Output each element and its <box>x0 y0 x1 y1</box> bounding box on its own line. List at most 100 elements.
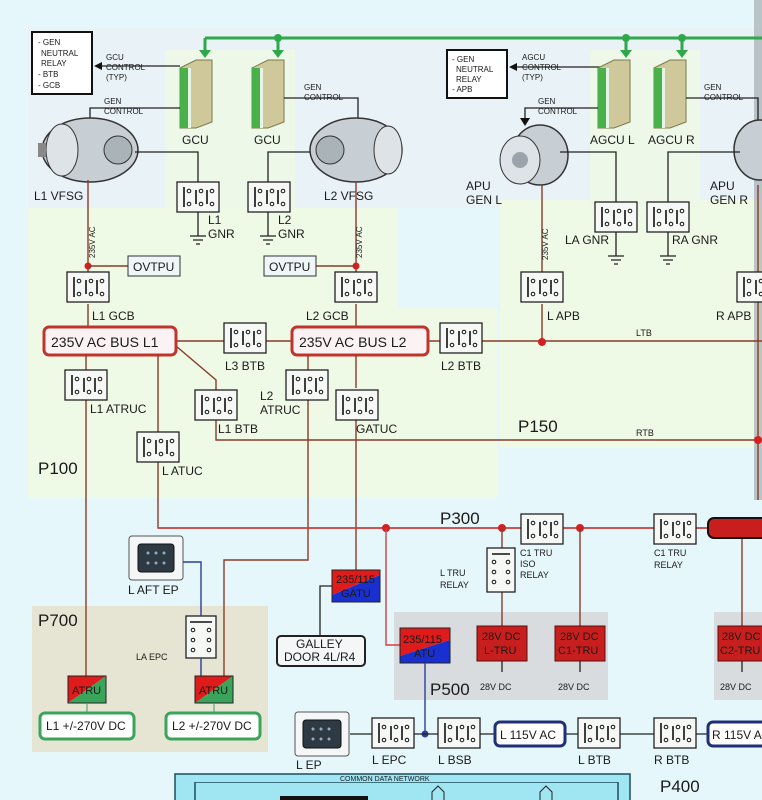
l-bsb-label: L BSB <box>438 753 472 767</box>
gcu-right-icon <box>251 59 285 129</box>
gen-control-label: CONTROL <box>704 93 744 102</box>
agcu-r-icon <box>653 59 687 129</box>
atru-l1: ATRU <box>67 675 107 704</box>
r-apb-breaker[interactable] <box>736 271 762 303</box>
l-apb-breaker[interactable] <box>520 271 564 303</box>
dc-270-l2-label: L2 +/-270V DC <box>172 719 252 733</box>
ovtpu-right-label: OVTPU <box>269 260 310 274</box>
la-epc[interactable] <box>185 615 217 659</box>
l2-gcb-breaker[interactable] <box>334 271 378 303</box>
gatu-label: GATU <box>341 588 371 600</box>
r-btb-label: R BTB <box>654 753 689 767</box>
la-gnr-breaker[interactable] <box>594 201 638 233</box>
atu-unit: 235/115 ATU <box>399 627 451 664</box>
c1-tru-relay-breaker[interactable] <box>653 513 697 545</box>
zone-p150: P150 <box>518 417 558 436</box>
l-aft-ep-icon <box>128 535 184 581</box>
l1-gnr-breaker[interactable] <box>176 181 220 213</box>
l2-vfsg-label: L2 VFSG <box>324 189 373 203</box>
ra-gnr-wire <box>667 151 740 256</box>
agcu-control-label: AGCU <box>522 53 545 62</box>
gcu-left-icon <box>179 59 213 129</box>
ovtpu-left <box>127 255 181 277</box>
l1-btb-breaker[interactable] <box>194 389 238 421</box>
galley-label: DOOR 4L/R4 <box>284 650 356 664</box>
ovtpu-right <box>263 255 317 277</box>
l2-gnr-breaker[interactable] <box>247 181 291 213</box>
dc-28-label: 28V DC <box>720 682 752 692</box>
l-115v-ac-bus: L 115V AC <box>493 720 567 748</box>
bus-l2-label: 235V AC BUS L2 <box>299 334 407 350</box>
rtb-label: RTB <box>636 428 654 438</box>
l-btb-label: L BTB <box>578 753 611 767</box>
l1-gnr-label: GNR <box>208 227 235 241</box>
voltage-label: 235V AC <box>541 228 550 260</box>
gcu-control-label: GCU <box>106 53 124 62</box>
l-atuc-label: L ATUC <box>162 464 203 478</box>
l2-gnr-label: L2 <box>278 213 292 227</box>
c1-tru-label: C1-TRU <box>558 645 598 657</box>
zone-p400: P400 <box>660 777 700 796</box>
c1-tru: 28V DC C1-TRU <box>554 625 606 662</box>
gcu-fn-line: RELAY <box>41 59 67 68</box>
apu-gen-l-icon <box>499 124 569 186</box>
c1-tru-iso-breaker[interactable] <box>520 513 564 545</box>
l1-atruc-label: L1 ATRUC <box>90 402 147 416</box>
galley-door-box: GALLEY DOOR 4L/R4 <box>276 635 366 667</box>
l1-vfsg-label: L1 VFSG <box>34 189 83 203</box>
l2-vfsg-generator-icon <box>309 117 403 183</box>
l-tru-label: L-TRU <box>484 645 516 657</box>
bus-l1: 235V AC BUS L1 <box>42 325 178 357</box>
ra-gnr-breaker[interactable] <box>646 201 690 233</box>
dc-270-l1: L1 +/-270V DC <box>38 711 136 741</box>
c2-tru-label: 28V DC <box>722 631 761 643</box>
l1-gcb-breaker[interactable] <box>66 271 110 303</box>
c1-tru-relay-label: RELAY <box>654 560 683 570</box>
dc-270-l2: L2 +/-270V DC <box>164 711 262 741</box>
agcu-l-icon <box>597 59 631 129</box>
dc-out-wires <box>501 661 743 672</box>
gcu-fn-line: - GEN <box>38 38 60 47</box>
l-tru-relay[interactable] <box>486 547 516 593</box>
l-bsb-breaker[interactable] <box>437 717 481 749</box>
dc-270-l1-label: L1 +/-270V DC <box>46 719 126 733</box>
c1-tru-iso-label: RELAY <box>520 570 549 580</box>
gen-control-label: GEN <box>304 83 322 92</box>
l1-atruc-breaker[interactable] <box>64 369 108 401</box>
c1-tru-relay-label: C1 TRU <box>654 548 686 558</box>
l3-btb-breaker[interactable] <box>223 322 267 354</box>
l2-gnr-label: GNR <box>278 227 305 241</box>
agcu-l-label: AGCU L <box>590 133 635 147</box>
junction-node <box>538 338 546 346</box>
l-atuc-breaker[interactable] <box>136 431 180 463</box>
l-115-label: L 115V AC <box>500 728 556 742</box>
l-epc-breaker[interactable] <box>371 717 415 749</box>
dc-28-label: 28V DC <box>558 682 590 692</box>
l1-vfsg-generator-icon <box>38 117 139 183</box>
agcu-control-label: CONTROL <box>522 63 562 72</box>
cdn-label: COMMON DATA NETWORK <box>340 776 430 783</box>
apu-gen-r-label: GEN R <box>710 193 748 207</box>
gatuc-breaker[interactable] <box>335 389 379 421</box>
l-tru-relay-label: RELAY <box>440 580 469 590</box>
r-btb-breaker[interactable] <box>653 717 697 749</box>
agcu-r-label: AGCU R <box>648 133 695 147</box>
ground-icons <box>190 235 676 265</box>
apu-gen-l-label: GEN L <box>466 193 502 207</box>
l3-btb-label: L3 BTB <box>225 359 265 373</box>
voltage-label: 235V AC <box>88 226 97 258</box>
gcu-control-label: CONTROL <box>106 63 146 72</box>
atu-label: 235/115 <box>403 634 442 646</box>
agcu-fn-line: NEUTRAL <box>456 65 494 74</box>
l-apb-label: L APB <box>547 309 580 323</box>
l1-gnr-wire <box>135 151 199 236</box>
gcu-control-label: (TYP) <box>106 73 127 82</box>
l1-gnr-label: L1 <box>208 213 222 227</box>
l-aft-ep-label: L AFT EP <box>128 583 179 597</box>
l2-btb-breaker[interactable] <box>439 322 483 354</box>
c1-tru-iso-label: ISO <box>520 559 536 569</box>
gen-control-label: GEN <box>704 83 722 92</box>
l-btb-breaker[interactable] <box>577 717 621 749</box>
l-ep-label: L EP <box>296 758 322 772</box>
l2-atruc-breaker[interactable] <box>285 369 329 401</box>
